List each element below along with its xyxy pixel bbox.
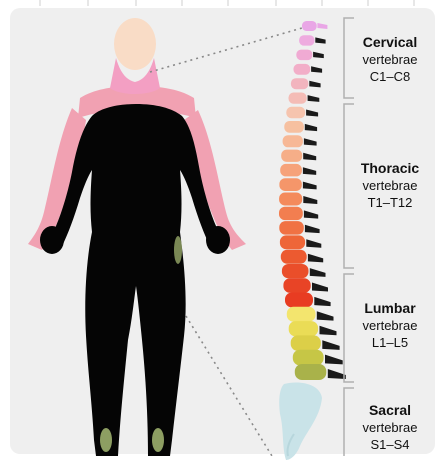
leg-connector [186, 316, 272, 456]
vertebra-body [282, 264, 309, 278]
vertebra-process [322, 340, 339, 350]
region-sub: vertebrae [338, 177, 442, 194]
vertebra-body [291, 335, 321, 351]
vertebra-body [281, 150, 302, 162]
right-hand [206, 226, 230, 254]
vertebra-body [291, 78, 309, 89]
neck-connector [150, 28, 302, 72]
vertebra-body [293, 350, 324, 366]
vertebra-body [294, 64, 311, 75]
vertebra-process [308, 95, 320, 102]
lumbar-label: Lumbar vertebrae L1–L5 [338, 300, 442, 351]
vertebra-process [310, 268, 326, 277]
vertebra-process [306, 239, 321, 248]
region-range: T1–T12 [338, 194, 442, 211]
vertebra-body [279, 193, 302, 206]
vertebra-process [311, 66, 322, 73]
sacral-label: Sacral vertebrae S1–S4 [338, 402, 442, 453]
vertebra-process [304, 138, 317, 145]
left-hand [40, 226, 64, 254]
vertebra-process [305, 225, 320, 233]
vertebra-body [296, 50, 312, 61]
region-range: L1–L5 [338, 334, 442, 351]
vertebra-body [279, 178, 301, 191]
vertebra-process [313, 52, 324, 58]
vertebra-body [279, 207, 303, 220]
vertebra-process [317, 311, 334, 320]
vertebra-body [289, 321, 318, 336]
vertebra-process [306, 110, 318, 117]
vertebra-body [299, 35, 314, 45]
thoracic-label: Thoracic vertebrae T1–T12 [338, 160, 442, 211]
sacrum [279, 383, 322, 460]
vertebra-body [295, 364, 327, 380]
vertebra-body [287, 307, 316, 322]
vertebra-body [280, 164, 302, 177]
vertebra-process [309, 81, 320, 88]
vertebra-process [312, 283, 328, 292]
vertebra-process [328, 369, 346, 379]
vertebra-body [283, 135, 303, 147]
region-sub: vertebrae [338, 419, 442, 436]
region-range: S1–S4 [338, 436, 442, 453]
vertebra-process [308, 254, 323, 263]
vertebra-body [284, 121, 304, 133]
vertebra-process [303, 196, 317, 204]
region-sub: vertebrae [338, 317, 442, 334]
vertebra-process [303, 167, 316, 175]
vertebra-body [281, 250, 307, 264]
vertebra-body [286, 107, 305, 119]
vertebra-body [280, 235, 305, 249]
region-name: Lumbar [338, 300, 442, 317]
region-name: Sacral [338, 402, 442, 419]
region-name: Thoracic [338, 160, 442, 177]
vertebra-process [317, 23, 327, 29]
region-range: C1–C8 [338, 68, 442, 85]
vertebra-process [325, 355, 343, 365]
head [114, 18, 156, 70]
vertebra-process [305, 124, 317, 131]
vertebra-process [304, 210, 318, 218]
vertebra-body [283, 278, 310, 293]
cervical-label: Cervical vertebrae C1–C8 [338, 34, 442, 85]
vertebra-body [302, 21, 317, 31]
vertebra-process [314, 297, 330, 306]
vertebra-process [315, 37, 325, 43]
vertebra-body [285, 293, 313, 308]
human-figure [28, 18, 246, 456]
vertebra-process [303, 182, 317, 190]
vertebra-body [289, 93, 307, 104]
spine [279, 21, 346, 460]
vertebra-process [320, 326, 337, 336]
vertebra-process [303, 153, 316, 161]
vertebra-body [279, 221, 304, 235]
region-name: Cervical [338, 34, 442, 51]
region-sub: vertebrae [338, 51, 442, 68]
